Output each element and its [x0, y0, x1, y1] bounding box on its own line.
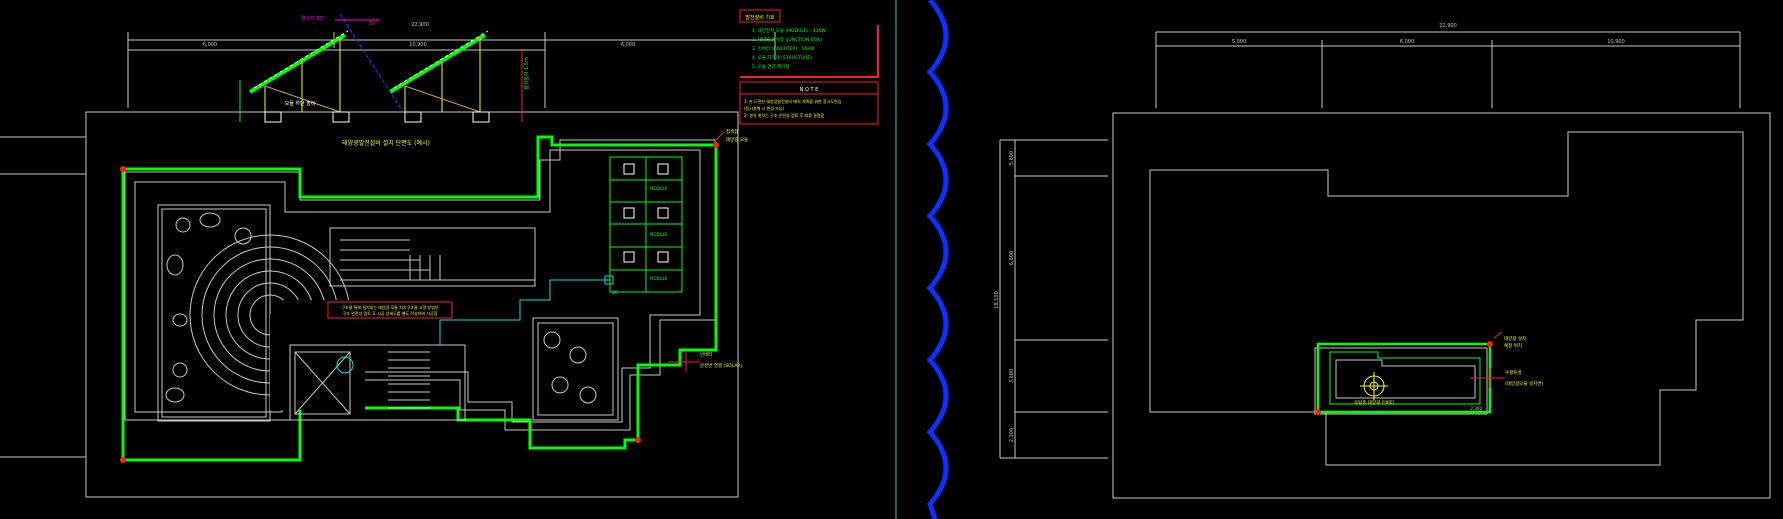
legend-item: 5. 모듈 연결 케이블	[752, 63, 790, 70]
brick-pattern	[340, 239, 535, 281]
legend-item: 4. 모듈 지지대 (STRUCTURE)	[752, 54, 812, 61]
dc-label: DC	[612, 290, 618, 295]
solar-panel-section	[248, 33, 347, 94]
top-right-annot: 태양광 모듈	[726, 136, 748, 143]
plan-callout-box	[327, 301, 453, 319]
legend-item: 2. 태양광 접속함 (JUNCTION BOX)	[752, 36, 822, 43]
legend-item: 3. 인버터 (INVERTER) : 50kW	[752, 45, 815, 52]
angle-label: 30°	[369, 21, 378, 27]
plan-callout-line: 구조물 위에 설치되는 태양광 모듈 지지구조물 고정 방법은	[341, 304, 439, 310]
right-dim-total: 22,900	[1439, 23, 1457, 29]
right-side-seg: 6,600	[1009, 251, 1015, 265]
section-dim-seg: 6,000	[203, 42, 217, 48]
right-dim-seg: 5,000	[1232, 39, 1246, 45]
solar-panel-section	[388, 33, 487, 94]
sun-angle-line	[339, 13, 406, 116]
module-note: 모듈 하단 높이	[285, 100, 316, 107]
top-right-annot: 접속함	[726, 128, 738, 135]
section-height-label: 설치높이 1.5m	[523, 57, 530, 90]
right-side-seg: 3,600	[1009, 369, 1015, 383]
legend-title: 발전설비 기호	[745, 14, 775, 21]
note-item: (실시설계 시 변경 가능)	[744, 105, 784, 111]
module-label: MODULE	[650, 276, 668, 281]
break-line	[926, 0, 949, 519]
module-label: MODULE	[650, 186, 668, 191]
section-dimension: 22,900 6,000 10,900 6,000	[127, 22, 776, 108]
section-dim-seg: 6,000	[621, 42, 635, 48]
plan-callout-line: 구조 안전성 검토 후 시공 상세도를 별도 작성하여 시공함	[343, 310, 438, 316]
legend-box: 발전설비 기호 1. 태양전지 모듈 (MODULE) : 430W 2. 태양…	[739, 9, 879, 78]
section-dim-seg: 10,900	[409, 42, 427, 48]
right-slab-outline	[1112, 112, 1771, 499]
right-dim-seg: 6,000	[1400, 39, 1414, 45]
section-view: 경사각 30° 30° 설치높이 1.5m 모듈 하단 높이 태양광발전설비 설…	[239, 13, 530, 147]
right-top-dimension: 22,900 5,000 6,000 10,900	[1155, 23, 1741, 108]
inverter-symbol	[1360, 372, 1388, 400]
note-box: N O T E 1. 본 도면은 태양광발전설비 배치 계획을 위한 참고도면임…	[739, 81, 879, 125]
note-item: 1. 본 도면은 태양광발전설비 배치 계획을 위한 참고도면임	[744, 98, 842, 104]
right-annot: 분전반 연결 (SOLAR)	[700, 362, 743, 369]
module-label: MODULE	[650, 232, 668, 237]
module-array: MODULE MODULE MODULE	[609, 156, 683, 293]
note-item: 2. 설치 위치는 구조 안전성 검토 후 최종 결정함	[744, 112, 825, 118]
right-sheet: 22,900 5,000 6,000 10,900 18,100 5,600 6…	[994, 23, 1771, 499]
section-title: 태양광발전설비 설치 단면도 (예시)	[342, 139, 430, 147]
tilt-label: 경사각 30°	[301, 15, 326, 22]
right-solar-boundary	[1316, 342, 1492, 414]
stairwell	[289, 344, 466, 421]
right-side-dimension: 18,100 5,600 6,600 3,600 2,300	[994, 139, 1108, 459]
roof-plan: MODULE MODULE MODULE DC 구조물 위에 설치되는 태양광 …	[120, 128, 748, 463]
equipment-label: 옥탑층 태양광 인버터	[1354, 399, 1394, 406]
right-annot-right: 수평투영	[1505, 369, 1522, 376]
right-roof-outline	[1149, 131, 1744, 466]
right-annot-top: 예정 위치	[1504, 342, 1522, 349]
right-side-seg: 5,600	[1009, 151, 1015, 165]
corner-dim: 2,300	[1471, 406, 1483, 411]
left-sheet: 22,900 6,000 10,900 6,000	[0, 9, 879, 498]
stair-treads	[388, 351, 430, 409]
penthouse-outline	[1314, 347, 1488, 415]
right-annot-right: (태양광모듈 설치면)	[1505, 380, 1543, 387]
legend-item: 1. 태양전지 모듈 (MODULE) : 430W	[752, 27, 826, 34]
inverter-symbol	[336, 356, 354, 374]
right-annot: 인버터	[700, 351, 712, 358]
right-annot-top: 태양광 설치	[1504, 335, 1526, 342]
section-dim-total: 22,900	[411, 22, 429, 28]
right-side-total: 18,100	[994, 291, 1000, 309]
dc-cable	[439, 279, 610, 345]
planter	[532, 317, 619, 421]
note-title: N O T E	[800, 87, 819, 93]
right-dim-seg: 10,900	[1607, 39, 1625, 45]
right-side-seg: 2,300	[1009, 428, 1015, 442]
